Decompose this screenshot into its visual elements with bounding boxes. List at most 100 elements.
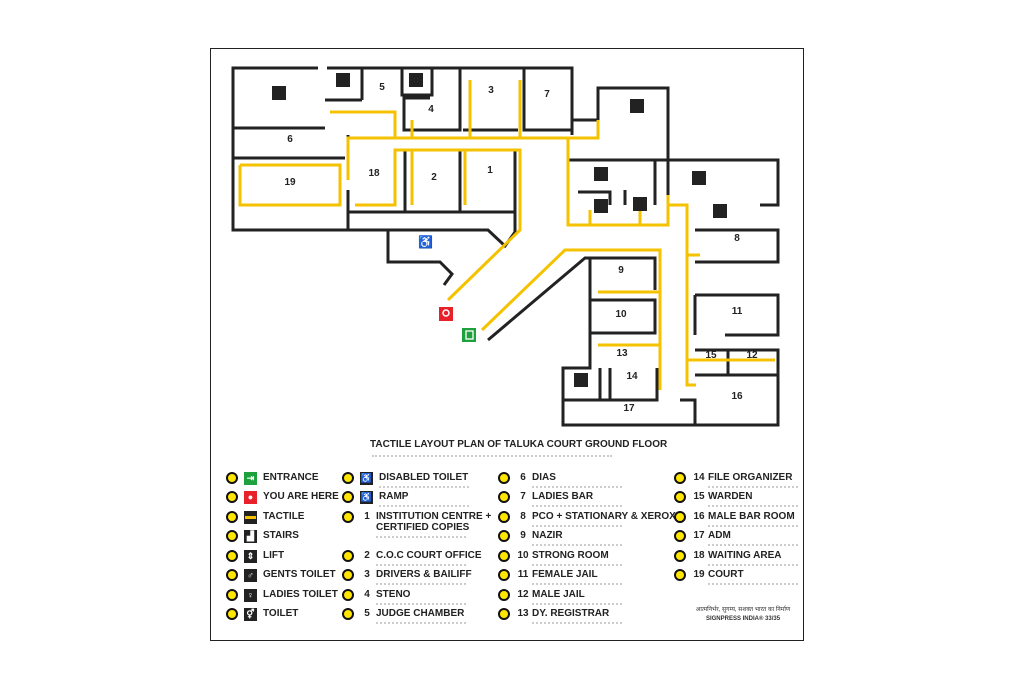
entrance-icon: ⇥ (244, 472, 257, 485)
legend-label: STAIRS (263, 530, 299, 541)
tactile-board (210, 48, 804, 641)
legend-label: LIFT (263, 550, 285, 561)
svg-text:♿: ♿ (418, 235, 433, 249)
tactile-icon (244, 511, 257, 524)
legend-item: ● YOU ARE HERE (226, 491, 339, 504)
tactile-dot-icon (342, 550, 354, 562)
tactile-dot-icon (226, 608, 238, 620)
stairs-icon (633, 197, 647, 211)
ladies-toilet-icon (630, 99, 644, 113)
legend-number: 2 (364, 550, 370, 561)
tactile-dot-icon (342, 608, 354, 620)
ramp-icon: ♿ (360, 491, 373, 504)
legend-number: 8 (520, 511, 526, 522)
room-number: 5 (379, 82, 385, 93)
legend-label: ENTRANCE (263, 472, 319, 483)
toilet-icon: ⚥ (244, 608, 257, 621)
legend-label: STENO (376, 589, 411, 600)
tactile-dot-icon (226, 472, 238, 484)
tactile-dot-icon (226, 511, 238, 523)
legend-item: TACTILE (226, 511, 304, 524)
legend-label: DIAS (532, 472, 556, 483)
legend-label: C.O.C COURT OFFICE (376, 550, 482, 561)
room-number: 15 (705, 350, 717, 361)
room-number: 9 (618, 265, 624, 276)
tactile-dot-icon (498, 491, 510, 503)
room-number: 14 (626, 371, 638, 382)
legend-number: 15 (693, 491, 705, 502)
footer-maker: SIGNPRESS INDIA® 33/35 (705, 616, 781, 622)
legend-label: WAITING AREA (708, 550, 782, 561)
legend-number: 9 (520, 530, 526, 541)
legend-number: 1 (364, 511, 370, 522)
toilet-icon (574, 373, 588, 387)
tactile-dot-icon (498, 569, 510, 581)
legend-label: DY. REGISTRAR (532, 608, 610, 619)
tactile-dot-icon (498, 472, 510, 484)
legend-label: WARDEN (708, 491, 753, 502)
legend-item: ♿RAMP (342, 491, 469, 507)
tactile-dot-icon (342, 472, 354, 484)
legend-label: LADIES TOILET (263, 589, 338, 600)
legend-label: YOU ARE HERE (263, 491, 339, 502)
legend-label: ADM (708, 530, 731, 541)
legend-label: TOILET (263, 608, 299, 619)
legend-number: 7 (520, 491, 526, 502)
legend-label: JUDGE CHAMBER (376, 608, 465, 619)
tactile-dot-icon (226, 550, 238, 562)
gents-toilet-icon (692, 171, 706, 185)
room-number: 2 (431, 172, 437, 183)
legend-item: ♂GENTS TOILET (226, 569, 336, 582)
tactile-dot-icon (498, 589, 510, 601)
lift-icon (336, 73, 350, 87)
stairs-icon: ▟ (244, 530, 257, 543)
room-number: 3 (488, 85, 494, 96)
legend-number: 12 (517, 589, 529, 600)
tactile-dot-icon (674, 491, 686, 503)
legend-item: 5 JUDGE CHAMBER (342, 608, 466, 624)
location-pin-icon: ● (244, 491, 257, 504)
tactile-dot-icon (226, 569, 238, 581)
legend-item: 2 C.O.C COURT OFFICE (342, 550, 482, 566)
legend-number: 14 (693, 472, 705, 483)
legend-item: ▟ STAIRS (226, 530, 299, 543)
footer: आत्मनिर्भर, सुगम्य, सशक्त भारत का निर्मा… (688, 606, 798, 624)
entrance-icon (462, 328, 476, 342)
legend-number: 18 (693, 550, 705, 561)
legend-number: 16 (693, 511, 705, 522)
legend-label: DRIVERS & BAILIFF (376, 569, 472, 580)
room-number: 10 (615, 309, 627, 320)
room-number: 13 (616, 348, 628, 359)
tactile-dot-icon (498, 550, 510, 562)
room-number: 8 (734, 233, 740, 244)
room-number: 18 (368, 168, 380, 179)
legend-label: STRONG ROOM (532, 550, 609, 561)
room-number: 11 (731, 306, 743, 317)
legend-label: PCO + STATIONARY & XEROX (532, 511, 676, 522)
legend-number: 4 (364, 589, 370, 600)
legend-number: 11 (517, 569, 529, 580)
legend-number: 5 (364, 608, 370, 619)
toilet-icon (409, 73, 423, 87)
room-number: 7 (544, 89, 550, 100)
tactile-dot-icon (498, 511, 510, 523)
legend-item: ♀ LADIES TOILET (226, 589, 338, 602)
tactile-dot-icon (226, 530, 238, 542)
legend-label: NAZIR (532, 530, 563, 541)
room-number: 1 (487, 165, 493, 176)
room-number: 6 (287, 134, 293, 145)
walls (231, 66, 780, 427)
ladies-toilet-icon: ♀ (244, 589, 257, 602)
tactile-paths (238, 80, 775, 390)
braille-title (372, 455, 612, 457)
